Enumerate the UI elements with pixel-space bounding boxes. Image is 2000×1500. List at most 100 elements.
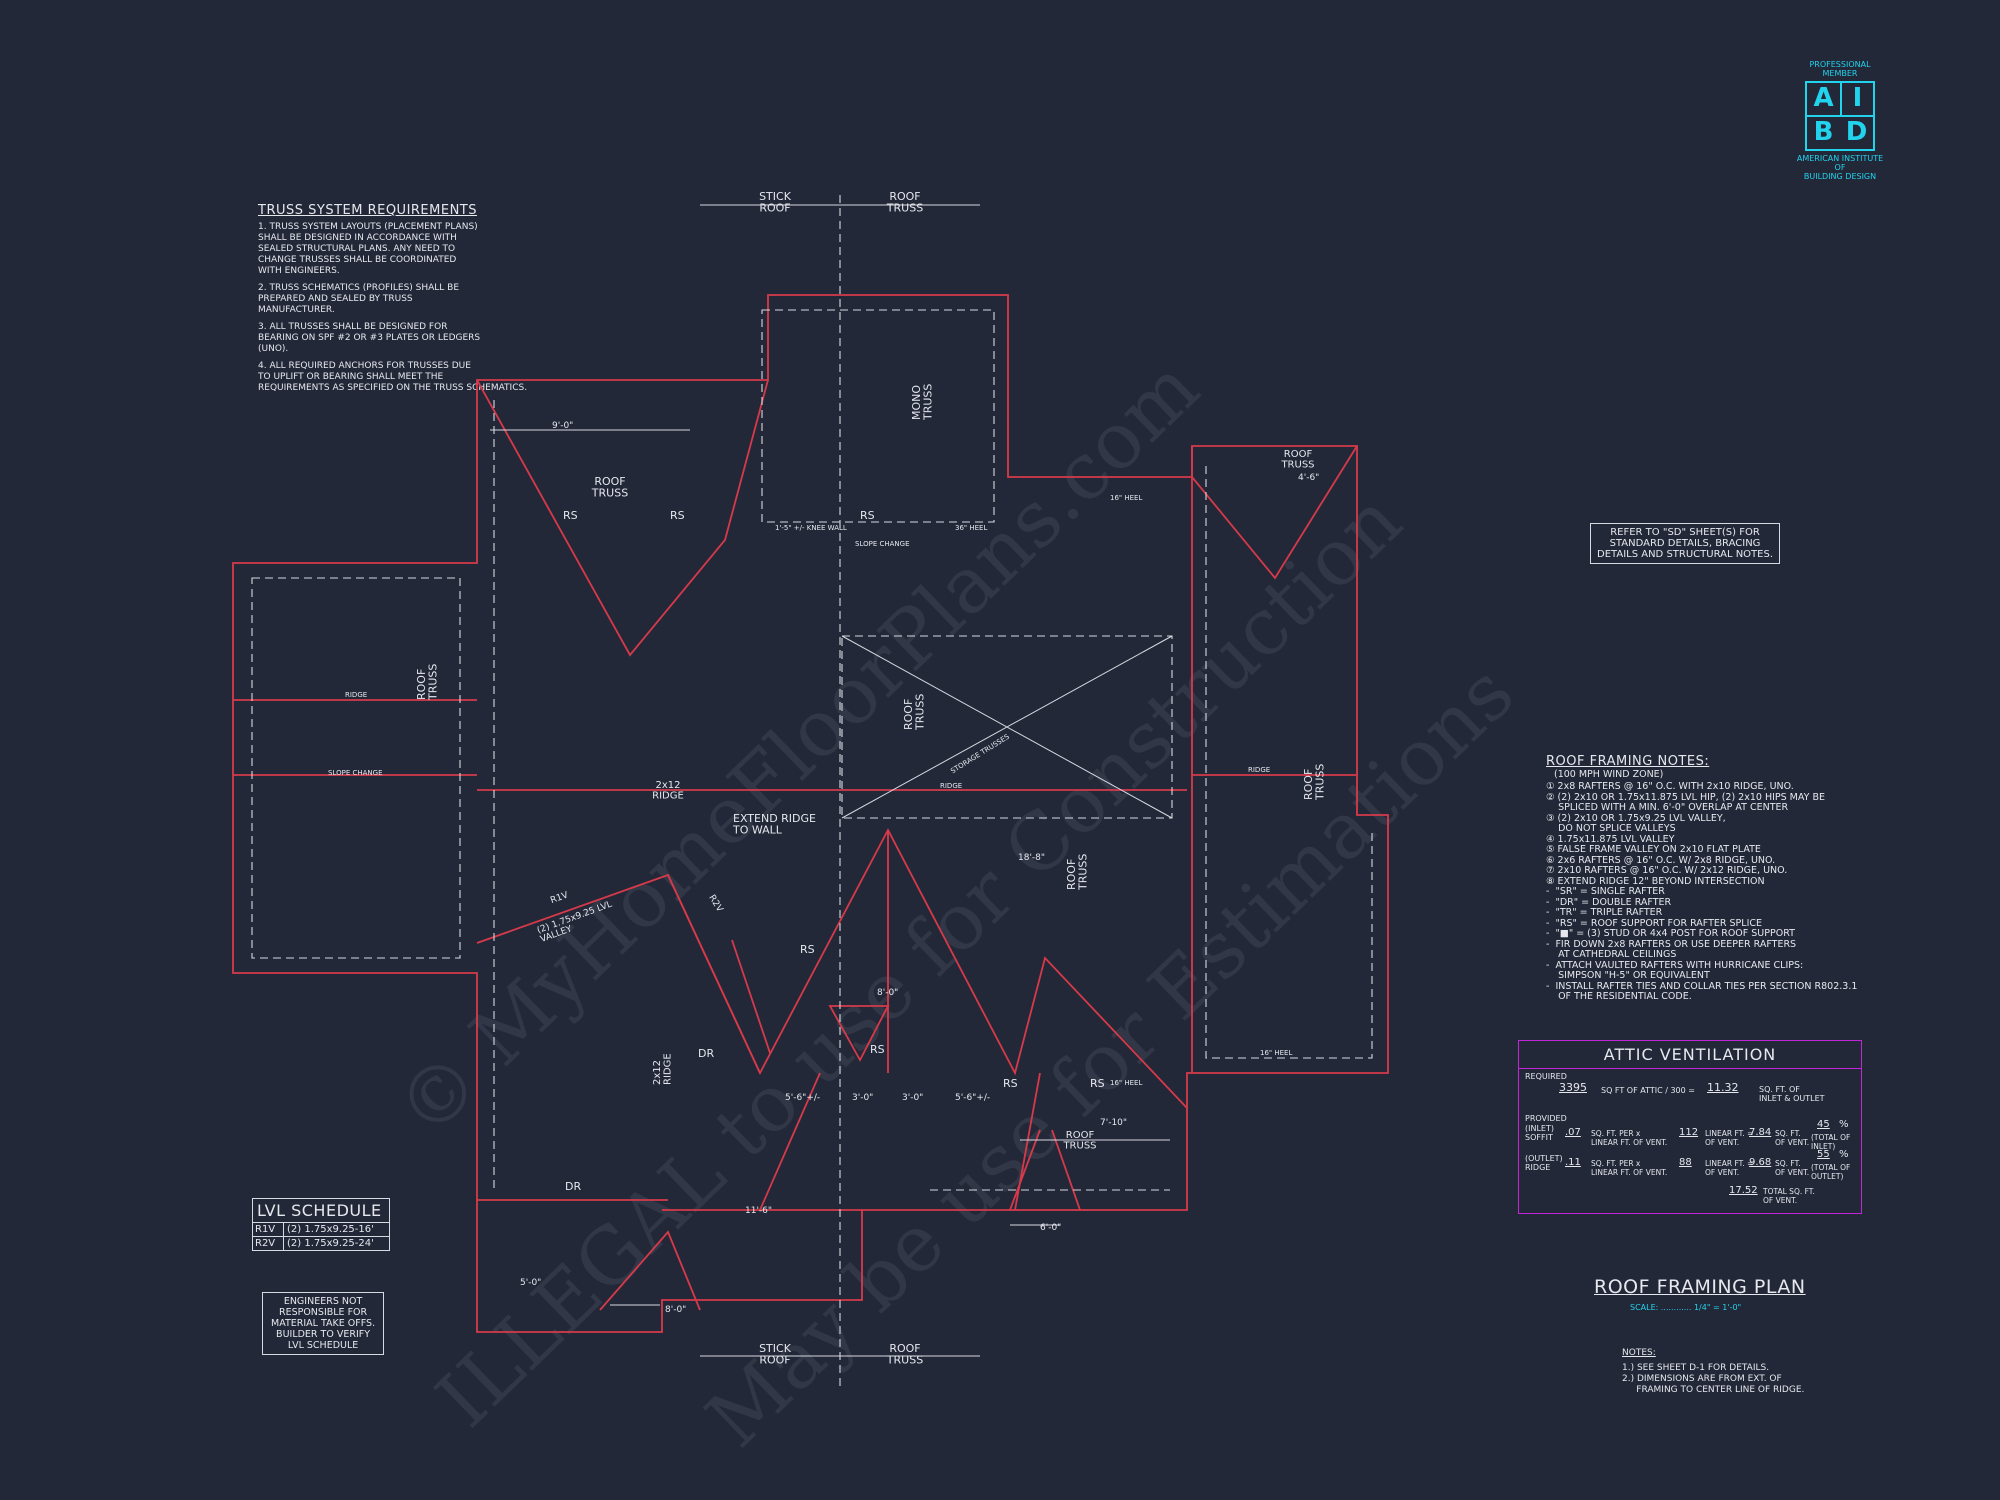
attic-inlet-pct-text: (TOTAL OF INLET): [1811, 1133, 1851, 1151]
truss-item-3: 3. ALL TRUSSES SHALL BE DESIGNED FOR BEA…: [258, 322, 481, 354]
roof-truss-vert-center: ROOFTRUSS: [902, 694, 927, 731]
roof-note-item: - "DR" = DOUBLE RAFTER: [1546, 896, 1672, 908]
knee-wall-label: 1'-5" +/- KNEE WALL: [775, 524, 847, 532]
attic-total-text: TOTAL SQ. FT. OF VENT.: [1763, 1187, 1815, 1205]
rs-label-2: RS: [670, 509, 685, 522]
lvl-row-1-id: R1V: [253, 1223, 284, 1236]
engineers-note: ENGINEERS NOT RESPONSIBLE FOR MATERIAL T…: [262, 1292, 385, 1355]
refer-sd-note: REFER TO "SD" SHEET(S) FOR STANDARD DETA…: [1590, 523, 1781, 564]
bottom-notes: NOTES: 1.) SEE SHEET D-1 FOR DETAILS. 2.…: [1622, 1348, 1804, 1396]
rs-label-4: RS: [800, 943, 815, 956]
roof-note-item: ③ (2) 2x10 OR 1.75x9.25 LVL VALLEY, DO N…: [1546, 812, 1726, 834]
attic-required-mid: SQ FT OF ATTIC / 300 =: [1601, 1086, 1695, 1095]
attic-ridge-len-text: LINEAR FT. = OF VENT.: [1705, 1159, 1754, 1177]
rs-label-6: RS: [1003, 1077, 1018, 1090]
attic-soffit-pct-sign: %: [1839, 1119, 1849, 1130]
attic-ventilation: ATTIC VENTILATION REQUIRED 3395 SQ FT OF…: [1518, 1040, 1862, 1214]
dim-8-0c: 8'-0": [665, 1305, 686, 1315]
dim-3-0b: 3'-0": [902, 1093, 923, 1103]
roof-note-item: ② (2) 2x10 OR 1.75x11.875 LVL HIP, (2) 2…: [1546, 791, 1825, 813]
logo-letter-d: D: [1840, 115, 1873, 149]
attic-outlet-pct-text: (TOTAL OF OUTLET): [1811, 1163, 1851, 1181]
roof-note-item: ① 2x8 RAFTERS @ 16" O.C. WITH 2x10 RIDGE…: [1546, 781, 1794, 792]
roof-note-item: ⑦ 2x10 RAFTERS @ 16" O.C. W/ 2x12 RIDGE,…: [1546, 865, 1788, 876]
ridge-label-center: RIDGE: [940, 782, 962, 790]
truss-item-4: 4. ALL REQUIRED ANCHORS FOR TRUSSES DUE …: [258, 361, 528, 393]
attic-provided-label: PROVIDED: [1525, 1114, 1567, 1123]
attic-ridge-sq: 9.68: [1749, 1157, 1772, 1168]
attic-ridge-pct: 55: [1817, 1149, 1830, 1160]
ridge-2x12-vertical: 2x12RIDGE: [652, 1053, 674, 1085]
rs-label-3: RS: [860, 509, 875, 522]
logo-top-text: PROFESSIONAL MEMBER: [1809, 60, 1871, 78]
roof-note-item: - INSTALL RAFTER TIES AND COLLAR TIES PE…: [1546, 980, 1858, 1002]
roof-note-item: - "RS" = ROOF SUPPORT FOR RAFTER SPLICE: [1546, 917, 1763, 929]
rs-label-7: RS: [1090, 1077, 1105, 1090]
dim-4-6: 4'-6": [1298, 473, 1319, 483]
lvl-row-2-desc: (2) 1.75x9.25-24': [287, 1238, 374, 1249]
roof-notes-title: ROOF FRAMING NOTES:: [1546, 754, 1710, 769]
roof-outline: [232, 294, 1389, 1333]
truss-item-1: 1. TRUSS SYSTEM LAYOUTS (PLACEMENT PLANS…: [258, 222, 478, 276]
dim-5-6b: 5'-6"+/-: [955, 1093, 990, 1103]
lvl-schedule-title: LVL SCHEDULE: [253, 1199, 389, 1223]
dim-3-0: 3'-0": [852, 1093, 873, 1103]
plan-title: ROOF FRAMING PLAN: [1594, 1276, 1806, 1298]
dim-9-0: 9'-0": [552, 421, 573, 431]
bottom-notes-title: NOTES:: [1622, 1348, 1656, 1358]
dr-label-2: DR: [565, 1180, 581, 1193]
attic-soffit-label: (INLET) SOFFIT: [1525, 1124, 1554, 1142]
aibd-logo: PROFESSIONAL MEMBER A I B D AMERICAN INS…: [1790, 60, 1890, 181]
ridge-label-left: RIDGE: [345, 691, 367, 699]
attic-soffit-len: 112: [1679, 1127, 1699, 1138]
lvl-row-2: R2V (2) 1.75x9.25-24': [253, 1237, 389, 1250]
dim-8-0: 8'-0": [877, 988, 898, 998]
logo-letter-b: B: [1807, 115, 1840, 149]
logo-letter-i: I: [1840, 83, 1873, 115]
roof-note-item: - "TR" = TRIPLE RAFTER: [1546, 907, 1663, 918]
dim-18-8: 18'-8": [1018, 853, 1045, 863]
roof-note-item: - FIR DOWN 2x8 RAFTERS OR USE DEEPER RAF…: [1546, 938, 1797, 960]
attic-required-label: REQUIRED: [1525, 1072, 1567, 1081]
roof-note-item: - "SR" = SINGLE RAFTER: [1546, 886, 1665, 897]
heel-16-label-2: 16" HEEL: [1260, 1049, 1292, 1057]
logo-bottom-text: AMERICAN INSTITUTE OF BUILDING DESIGN: [1796, 154, 1884, 181]
attic-ridge-rate: .11: [1565, 1157, 1581, 1168]
lvl-schedule: LVL SCHEDULE R1V (2) 1.75x9.25-16' R2V (…: [252, 1198, 390, 1251]
roof-note-item: ④ 1.75x11.875 LVL VALLEY: [1546, 833, 1675, 845]
attic-ridge-len: 88: [1679, 1157, 1692, 1168]
truss-item-2: 2. TRUSS SCHEMATICS (PROFILES) SHALL BE …: [258, 283, 460, 315]
dim-5-6: 5'-6"+/-: [785, 1093, 820, 1103]
attic-total: 17.52: [1729, 1185, 1758, 1196]
bottom-note-1: 1.) SEE SHEET D-1 FOR DETAILS.: [1622, 1363, 1770, 1373]
attic-soffit-pct: 45: [1817, 1119, 1830, 1130]
ridge-label-right: RIDGE: [1248, 766, 1270, 774]
lvl-row-2-id: R2V: [253, 1237, 284, 1250]
mono-truss-label: MONOTRUSS: [910, 384, 935, 421]
dim-11-6: 11'-6": [745, 1206, 772, 1216]
bottom-note-2: 2.) DIMENSIONS ARE FROM EXT. OF FRAMING …: [1622, 1374, 1805, 1395]
roof-note-item: - ATTACH VAULTED RAFTERS WITH HURRICANE …: [1546, 959, 1804, 981]
roof-framing-notes: ROOF FRAMING NOTES: (100 MPH WIND ZONE) …: [1546, 754, 1866, 1003]
roof-truss-vert-left: ROOFTRUSS: [415, 664, 440, 701]
r1v-tag: R1V: [549, 890, 570, 906]
roof-notes-subtitle: (100 MPH WIND ZONE): [1554, 769, 1664, 780]
plan-scale: SCALE: ............ 1/4" = 1'-0": [1630, 1303, 1742, 1312]
heel-16-label-3: 16" HEEL: [1110, 1079, 1142, 1087]
attic-ridge-pct-sign: %: [1839, 1149, 1849, 1160]
attic-required-unit: SQ. FT. OF INLET & OUTLET: [1759, 1085, 1825, 1103]
lvl-row-1: R1V (2) 1.75x9.25-16': [253, 1223, 389, 1237]
attic-soffit-rate-text: SQ. FT. PER x LINEAR FT. OF VENT.: [1591, 1129, 1668, 1147]
attic-ridge-label: (OUTLET) RIDGE: [1525, 1154, 1563, 1172]
roof-notes-list: ① 2x8 RAFTERS @ 16" O.C. WITH 2x10 RIDGE…: [1546, 781, 1866, 1003]
roof-note-item: ⑧ EXTEND RIDGE 12" BEYOND INTERSECTION: [1546, 875, 1765, 887]
roof-note-item: ⑥ 2x6 RAFTERS @ 16" O.C. W/ 2x8 RIDGE, U…: [1546, 854, 1776, 866]
lvl-row-1-desc: (2) 1.75x9.25-16': [287, 1224, 374, 1235]
